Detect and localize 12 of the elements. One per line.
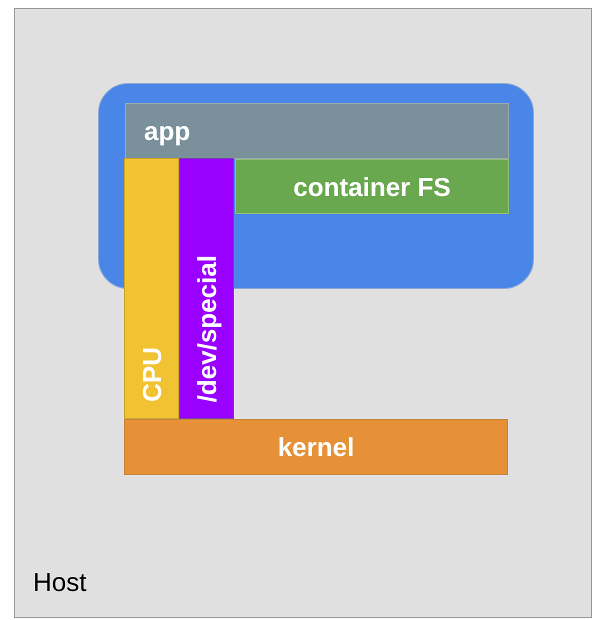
cpu-layer [124,158,179,419]
kernel-layer [124,419,508,475]
layer-label: kernel [278,434,354,460]
host-box [14,8,592,618]
layer-label: CPU [139,347,165,402]
layer-label: container FS [293,174,451,200]
layer-label: /dev/special [194,254,220,402]
filesystem-layer [235,159,509,214]
app-layer [125,103,509,159]
layer-label: app [144,118,190,144]
device-layer [179,158,234,419]
layer-label: Host [33,569,86,595]
